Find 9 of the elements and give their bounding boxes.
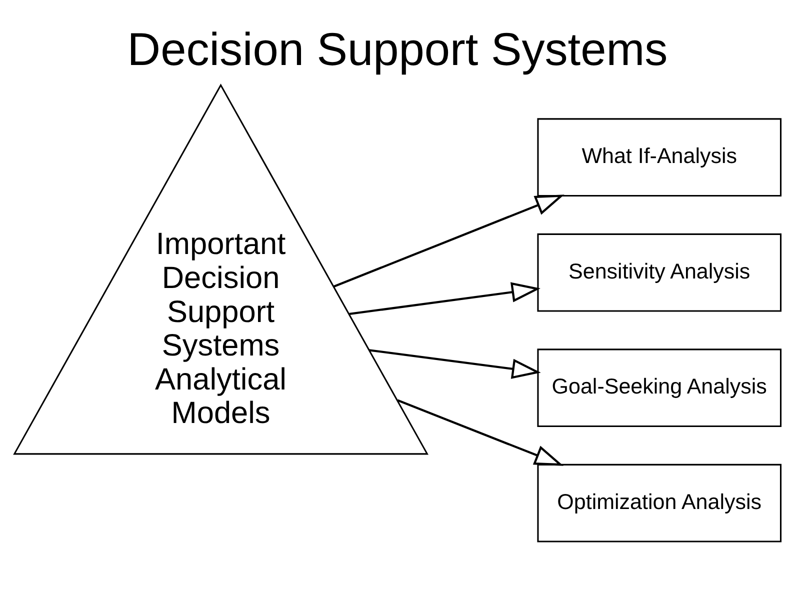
arrow [334, 194, 564, 288]
arrow [349, 282, 540, 316]
node-box: Goal-Seeking Analysis [537, 348, 782, 428]
diagram-title: Decision Support Systems [127, 23, 668, 76]
node-box: Sensitivity Analysis [537, 233, 782, 312]
arrow [397, 399, 564, 466]
node-box: Optimization Analysis [537, 464, 782, 542]
node-box: What If-Analysis [537, 118, 782, 197]
arrow [369, 349, 541, 379]
